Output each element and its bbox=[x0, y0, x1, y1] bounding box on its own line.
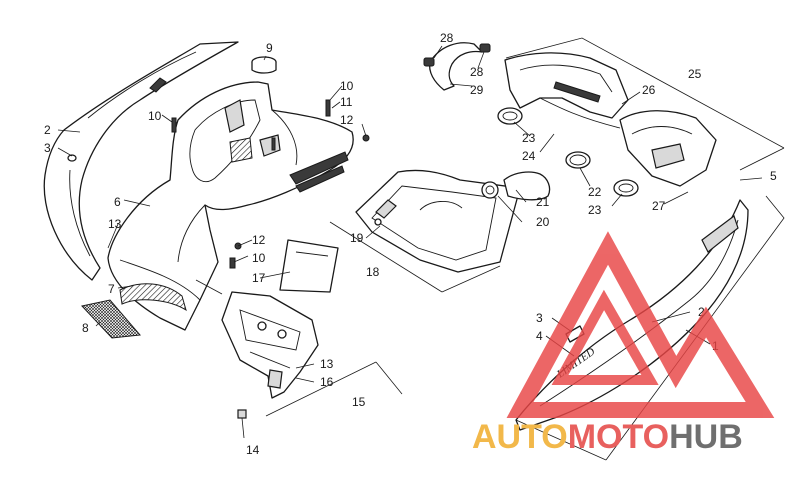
grille-panel bbox=[81, 299, 141, 339]
right-side-panel: LIMITED bbox=[515, 199, 749, 431]
callout-6: 6 bbox=[114, 195, 121, 209]
windshield-17 bbox=[279, 239, 339, 293]
callout-24: 24 bbox=[522, 149, 536, 163]
callout-10-left: 10 bbox=[148, 109, 162, 123]
callout-9: 9 bbox=[266, 41, 273, 55]
callout-21: 21 bbox=[536, 195, 550, 209]
callout-14: 14 bbox=[246, 443, 260, 457]
callout-7: 7 bbox=[108, 282, 115, 296]
callout-13-left: 13 bbox=[108, 217, 122, 231]
callout-18: 18 bbox=[366, 265, 380, 279]
callout-23-left: 23 bbox=[522, 131, 536, 145]
callout-20: 20 bbox=[536, 215, 550, 229]
hood-assembly bbox=[107, 81, 354, 331]
group-boxes bbox=[195, 37, 785, 461]
lower-bracket-15 bbox=[221, 291, 319, 399]
callout-2-left: 2 bbox=[44, 123, 51, 137]
callout-28-bottom: 28 bbox=[470, 65, 484, 79]
callout-11: 11 bbox=[340, 95, 353, 109]
callout-23-right: 23 bbox=[588, 203, 602, 217]
callout-4: 4 bbox=[536, 329, 543, 343]
watermark-hub: HUB bbox=[669, 418, 743, 456]
watermark-auto: AUTO bbox=[472, 418, 568, 456]
cap-9 bbox=[251, 56, 277, 74]
callout-29: 29 bbox=[470, 83, 484, 97]
callout-17: 17 bbox=[252, 271, 266, 285]
intake-boot-21 bbox=[481, 171, 551, 201]
callout-10-top: 10 bbox=[340, 79, 354, 93]
callout-5: 5 bbox=[770, 169, 777, 183]
callout-28-top: 28 bbox=[440, 31, 454, 45]
callout-8: 8 bbox=[82, 321, 89, 335]
svg-text:AUTOMOTOHUB: AUTOMOTOHUB bbox=[472, 418, 743, 456]
left-side-panel bbox=[43, 41, 239, 281]
callout-27: 27 bbox=[652, 199, 666, 213]
callout-12-mid: 12 bbox=[252, 233, 266, 247]
airbox-18 bbox=[355, 169, 521, 273]
callout-3-right: 3 bbox=[536, 311, 543, 325]
watermark-wordmark: AUTOMOTOHUB bbox=[472, 418, 743, 456]
headlight-cover bbox=[119, 283, 187, 312]
clamp-22 bbox=[565, 151, 591, 169]
air-duct-25 bbox=[497, 52, 717, 187]
watermark-moto: MOTO bbox=[568, 418, 669, 456]
callout-2-right: 2 bbox=[698, 305, 705, 319]
callout-19: 19 bbox=[350, 231, 364, 245]
callout-10-mid: 10 bbox=[252, 251, 266, 265]
ring-23-right bbox=[613, 179, 639, 197]
hose-29 bbox=[423, 42, 491, 91]
callout-15: 15 bbox=[352, 395, 366, 409]
callout-labels: 2 3 6 13 7 8 10 9 10 11 12 12 10 17 13 1… bbox=[44, 31, 777, 457]
callout-16: 16 bbox=[320, 375, 334, 389]
callout-12-top: 12 bbox=[340, 113, 354, 127]
callout-25: 25 bbox=[688, 67, 702, 81]
callout-22: 22 bbox=[588, 185, 602, 199]
callout-3-left: 3 bbox=[44, 141, 51, 155]
leader-lines bbox=[57, 45, 763, 439]
callout-26: 26 bbox=[642, 83, 656, 97]
watermark-logo bbox=[506, 231, 775, 418]
callout-13-right: 13 bbox=[320, 357, 334, 371]
